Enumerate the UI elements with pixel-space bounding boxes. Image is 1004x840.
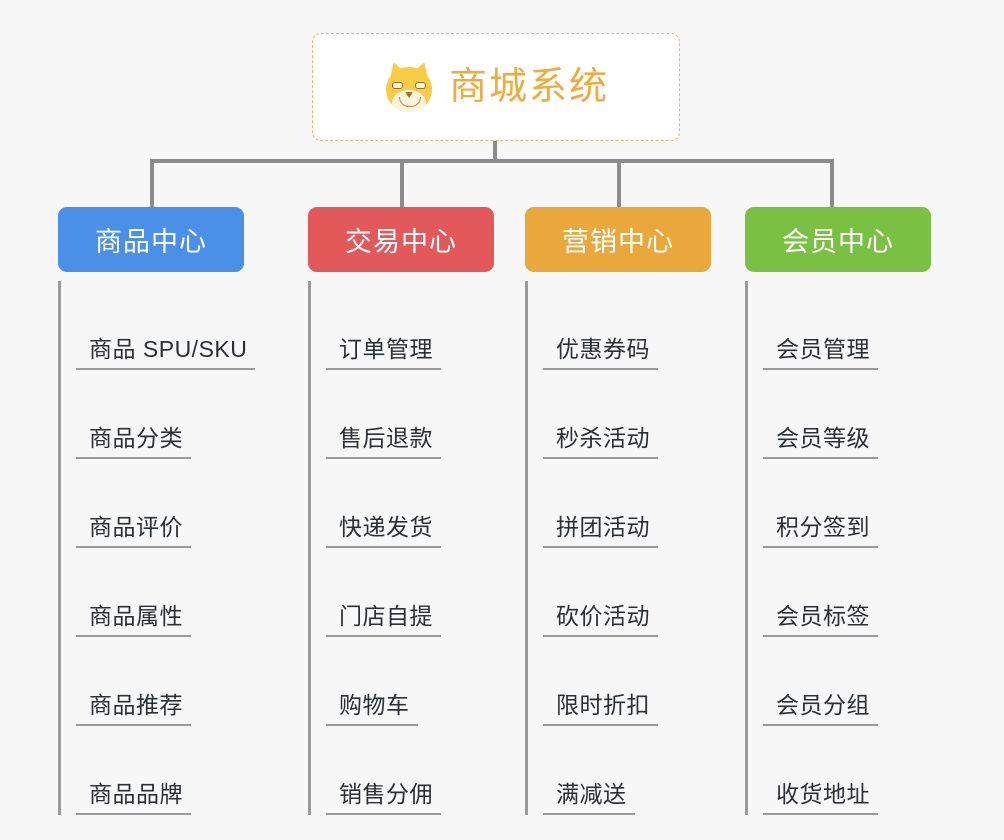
list-item[interactable]: 会员分组 xyxy=(763,637,931,726)
connector-drop-2 xyxy=(400,159,404,208)
branch-items-member-center: 会员管理 会员等级 积分签到 会员标签 会员分组 收货地址 xyxy=(745,281,931,815)
list-item-label: 秒杀活动 xyxy=(543,419,658,459)
list-item-label: 门店自提 xyxy=(326,597,441,637)
branch-member-center: 会员中心 会员管理 会员等级 积分签到 会员标签 会员分组 收货地址 xyxy=(745,207,931,815)
list-item[interactable]: 购物车 xyxy=(326,637,494,726)
list-item-label: 优惠券码 xyxy=(543,330,658,370)
list-item-label: 购物车 xyxy=(326,686,418,726)
list-item[interactable]: 会员等级 xyxy=(763,370,931,459)
list-item[interactable]: 砍价活动 xyxy=(543,548,711,637)
list-item-label: 收货地址 xyxy=(763,775,878,815)
root-title: 商城系统 xyxy=(448,66,609,108)
list-item[interactable]: 商品属性 xyxy=(76,548,244,637)
list-item[interactable]: 秒杀活动 xyxy=(543,370,711,459)
list-item[interactable]: 订单管理 xyxy=(326,281,494,370)
list-item-label: 商品评价 xyxy=(76,508,191,548)
list-item[interactable]: 商品评价 xyxy=(76,459,244,548)
branch-marketing-center: 营销中心 优惠券码 秒杀活动 拼团活动 砍价活动 限时折扣 满减送 xyxy=(525,207,711,815)
branch-header-product-center[interactable]: 商品中心 xyxy=(58,207,244,272)
list-item[interactable]: 商品品牌 xyxy=(76,726,244,815)
list-item[interactable]: 销售分佣 xyxy=(326,726,494,815)
branch-header-marketing-center[interactable]: 营销中心 xyxy=(525,207,711,272)
list-item-label: 商品 SPU/SKU xyxy=(76,330,256,370)
list-item-label: 售后退款 xyxy=(326,419,441,459)
list-item-label: 会员管理 xyxy=(763,330,878,370)
list-item[interactable]: 售后退款 xyxy=(326,370,494,459)
list-item[interactable]: 商品分类 xyxy=(76,370,244,459)
branch-trade-center: 交易中心 订单管理 售后退款 快递发货 门店自提 购物车 销售分佣 xyxy=(308,207,494,815)
root-node[interactable]: 商城系统 xyxy=(312,33,680,141)
list-item-label: 订单管理 xyxy=(326,330,441,370)
list-item-label: 快递发货 xyxy=(326,508,441,548)
connector-drop-1 xyxy=(150,159,154,208)
branch-header-member-center[interactable]: 会员中心 xyxy=(745,207,931,272)
list-item-label: 会员等级 xyxy=(763,419,878,459)
list-item[interactable]: 优惠券码 xyxy=(543,281,711,370)
list-item-label: 销售分佣 xyxy=(326,775,441,815)
list-item-label: 商品属性 xyxy=(76,597,191,637)
branch-items-product-center: 商品 SPU/SKU 商品分类 商品评价 商品属性 商品推荐 商品品牌 xyxy=(58,281,256,815)
list-item-label: 会员分组 xyxy=(763,686,878,726)
branch-header-trade-center[interactable]: 交易中心 xyxy=(308,207,494,272)
list-item-label: 会员标签 xyxy=(763,597,878,637)
list-item[interactable]: 积分签到 xyxy=(763,459,931,548)
list-item-label: 拼团活动 xyxy=(543,508,658,548)
dog-face-icon xyxy=(383,59,435,113)
connector-root-stem xyxy=(493,141,497,162)
connector-horizontal-bus xyxy=(150,159,834,163)
connector-drop-4 xyxy=(830,159,834,208)
list-item[interactable]: 快递发货 xyxy=(326,459,494,548)
list-item[interactable]: 限时折扣 xyxy=(543,637,711,726)
list-item-label: 限时折扣 xyxy=(543,686,658,726)
list-item[interactable]: 会员标签 xyxy=(763,548,931,637)
branch-product-center: 商品中心 商品 SPU/SKU 商品分类 商品评价 商品属性 商品推荐 商品品牌 xyxy=(58,207,256,815)
list-item-label: 砍价活动 xyxy=(543,597,658,637)
list-item-label: 商品分类 xyxy=(76,419,191,459)
list-item[interactable]: 拼团活动 xyxy=(543,459,711,548)
list-item[interactable]: 商品推荐 xyxy=(76,637,244,726)
branch-items-trade-center: 订单管理 售后退款 快递发货 门店自提 购物车 销售分佣 xyxy=(308,281,494,815)
list-item-label: 满减送 xyxy=(543,775,635,815)
list-item[interactable]: 满减送 xyxy=(543,726,711,815)
connector-drop-3 xyxy=(617,159,621,208)
list-item[interactable]: 门店自提 xyxy=(326,548,494,637)
branch-items-marketing-center: 优惠券码 秒杀活动 拼团活动 砍价活动 限时折扣 满减送 xyxy=(525,281,711,815)
list-item-label: 商品推荐 xyxy=(76,686,191,726)
list-item[interactable]: 商品 SPU/SKU xyxy=(76,281,256,370)
list-item-label: 积分签到 xyxy=(763,508,878,548)
list-item[interactable]: 会员管理 xyxy=(763,281,931,370)
list-item-label: 商品品牌 xyxy=(76,775,191,815)
list-item[interactable]: 收货地址 xyxy=(763,726,931,815)
